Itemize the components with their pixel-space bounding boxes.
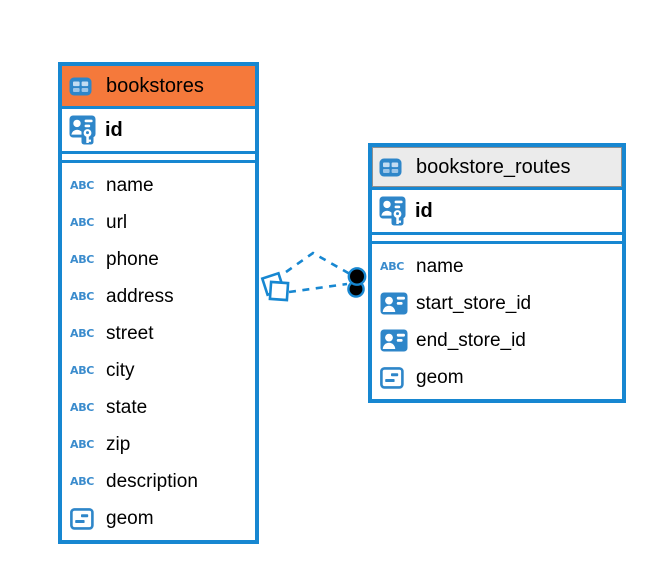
column-row-description[interactable]: ABC description bbox=[62, 463, 255, 500]
column-row-end-store-id[interactable]: end_store_id bbox=[372, 322, 622, 359]
table-header-bookstore-routes[interactable]: bookstore_routes bbox=[372, 147, 622, 190]
column-row-url[interactable]: ABC url bbox=[62, 204, 255, 241]
column-name: name bbox=[416, 255, 464, 277]
column-name: description bbox=[106, 470, 198, 492]
table-icon bbox=[379, 158, 407, 177]
table-title: bookstores bbox=[106, 74, 204, 97]
column-row-name[interactable]: ABC name bbox=[372, 248, 622, 285]
column-row-id[interactable]: id bbox=[62, 109, 255, 154]
column-row-name[interactable]: ABC name bbox=[62, 167, 255, 204]
relation-circle-marker-front[interactable] bbox=[347, 267, 367, 286]
table-bookstores[interactable]: bookstores id A bbox=[58, 62, 259, 544]
column-name: geom bbox=[106, 507, 154, 529]
column-row-city[interactable]: ABC city bbox=[62, 352, 255, 389]
relation-square-marker-back[interactable] bbox=[260, 271, 286, 297]
abc-text-icon: ABC bbox=[70, 364, 95, 377]
abc-text-icon: ABC bbox=[70, 253, 95, 266]
abc-text-icon: ABC bbox=[70, 438, 95, 451]
abc-text-icon: ABC bbox=[70, 216, 95, 229]
abc-text-icon: ABC bbox=[380, 260, 405, 273]
column-row-zip[interactable]: ABC zip bbox=[62, 426, 255, 463]
column-name: url bbox=[106, 211, 128, 233]
relation-line-start-store[interactable] bbox=[285, 251, 351, 276]
primary-key-name: id bbox=[105, 118, 123, 141]
abc-text-icon: ABC bbox=[70, 179, 95, 192]
column-row-geom[interactable]: geom bbox=[62, 500, 255, 537]
column-name: end_store_id bbox=[416, 329, 526, 351]
table-header-bookstores[interactable]: bookstores bbox=[62, 66, 255, 109]
column-row-geom[interactable]: geom bbox=[372, 359, 622, 396]
column-name: phone bbox=[106, 248, 159, 270]
column-name: start_store_id bbox=[416, 292, 532, 314]
person-card-icon bbox=[380, 329, 408, 352]
columns-section: ABC name ABC url ABC phone ABC address A… bbox=[62, 160, 255, 540]
relation-square-marker-front[interactable] bbox=[268, 280, 290, 302]
column-name: address bbox=[106, 285, 174, 307]
column-row-start-store-id[interactable]: start_store_id bbox=[372, 285, 622, 322]
column-row-id[interactable]: id bbox=[372, 190, 622, 235]
column-name: zip bbox=[106, 433, 131, 455]
primary-key-name: id bbox=[415, 199, 433, 222]
column-name: name bbox=[106, 174, 154, 196]
table-title: bookstore_routes bbox=[416, 155, 571, 178]
geometry-icon bbox=[70, 507, 98, 530]
column-row-state[interactable]: ABC state bbox=[62, 389, 255, 426]
abc-text-icon: ABC bbox=[70, 475, 95, 488]
columns-section: ABC name start_store_id bbox=[372, 241, 622, 399]
abc-text-icon: ABC bbox=[70, 401, 95, 414]
column-row-address[interactable]: ABC address bbox=[62, 278, 255, 315]
column-row-street[interactable]: ABC street bbox=[62, 315, 255, 352]
person-key-icon bbox=[69, 115, 97, 145]
relation-line-end-store[interactable] bbox=[288, 282, 348, 294]
table-bookstore-routes[interactable]: bookstore_routes id bbox=[368, 143, 626, 403]
table-icon bbox=[69, 77, 97, 96]
relation-circle-marker-back[interactable] bbox=[347, 280, 365, 298]
column-name: city bbox=[106, 359, 135, 381]
person-card-icon bbox=[380, 292, 408, 315]
geometry-icon bbox=[380, 366, 408, 389]
column-row-phone[interactable]: ABC phone bbox=[62, 241, 255, 278]
column-name: street bbox=[106, 322, 154, 344]
abc-text-icon: ABC bbox=[70, 327, 95, 340]
abc-text-icon: ABC bbox=[70, 290, 95, 303]
person-key-icon bbox=[379, 196, 407, 226]
column-name: state bbox=[106, 396, 148, 418]
column-name: geom bbox=[416, 366, 464, 388]
